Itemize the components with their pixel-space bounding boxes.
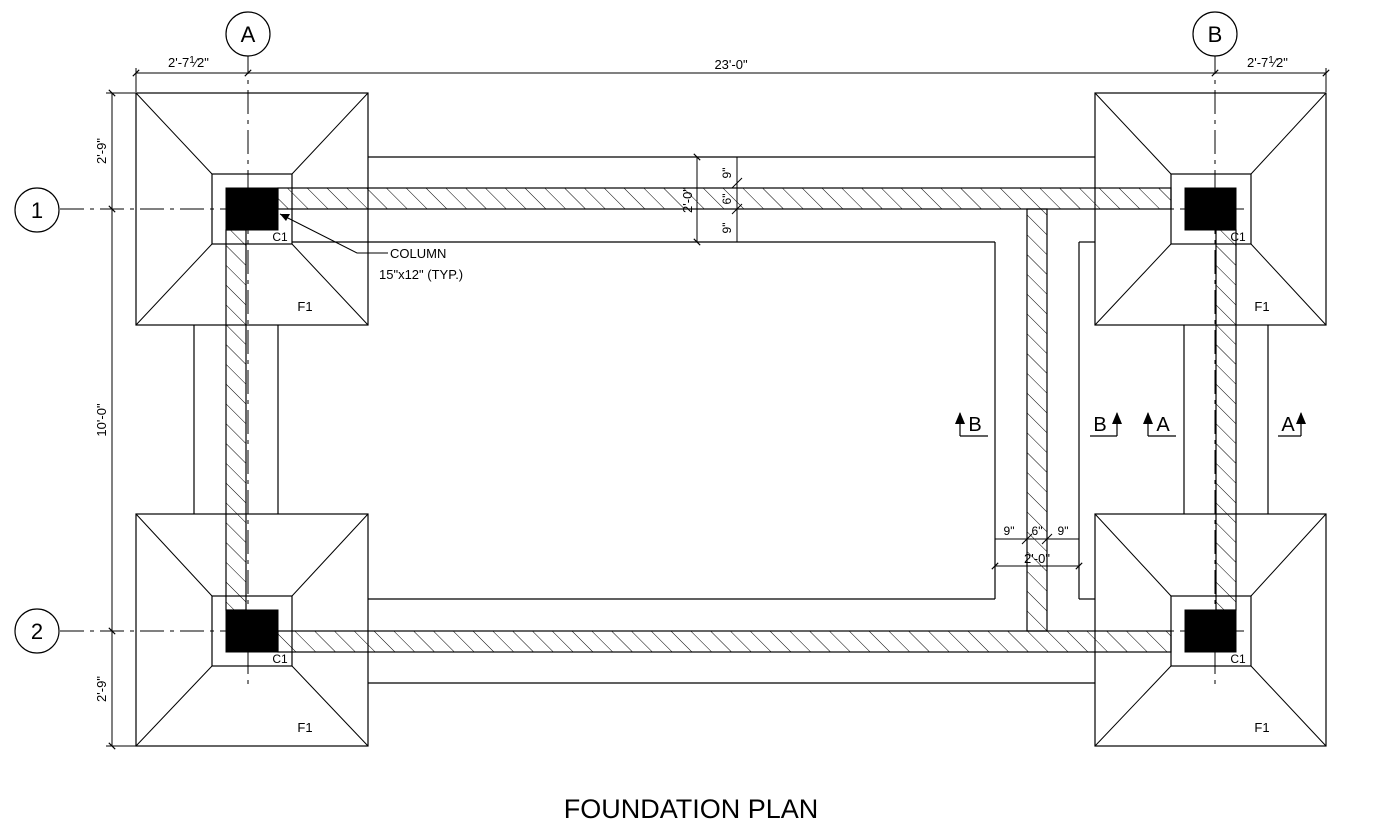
column-callout: COLUMN 15"x12" (TYP.) — [279, 213, 463, 282]
beam-webs — [225, 187, 1237, 653]
dim-beam-total-h: 2'-0" — [1024, 551, 1050, 566]
dim-beam-web-h: 6" — [1032, 524, 1043, 538]
grid-lines — [60, 50, 1250, 690]
dim-left-cantilever: 2'-71⁄2" — [168, 55, 209, 70]
column-size-label: 15"x12" (TYP.) — [379, 267, 463, 282]
c1-label: C1 — [1230, 230, 1246, 244]
beam-right-flange — [1183, 325, 1269, 514]
dimension-top: 2'-71⁄2" 23'-0" 2'-71⁄2" — [132, 55, 1330, 92]
dim-beam-side-top: 9" — [720, 168, 734, 179]
beam-left-flange — [193, 325, 279, 514]
dim-span: 23'-0" — [714, 57, 748, 72]
dim-beam-side-left: 9" — [1004, 524, 1015, 538]
dimension-beam-vertical: 2'-0" 9" 6" 9" — [680, 153, 745, 246]
grid-bubble-a: A — [225, 11, 271, 57]
drawing-title: FOUNDATION PLAN — [564, 794, 819, 824]
column-label: COLUMN — [390, 246, 446, 261]
c1-label: C1 — [272, 230, 288, 244]
section-marker-a-right: A — [1278, 412, 1306, 437]
c1-label: C1 — [1230, 652, 1246, 666]
dimension-beam-horizontal: 9" 6" 9" 2'-0" — [991, 524, 1083, 570]
svg-text:1: 1 — [31, 198, 43, 223]
beam-top-flange — [292, 156, 1095, 600]
dim-beam-total: 2'-0" — [680, 187, 695, 213]
dimension-left: 2'-9" 10'-0" 2'-9" — [94, 89, 136, 750]
dim-beam-side-bottom: 9" — [720, 223, 734, 234]
grid-bubble-b: B — [1192, 11, 1238, 57]
section-marker-b-right: B — [1090, 412, 1122, 437]
svg-text:B: B — [968, 414, 981, 436]
dim-mid-span: 10'-0" — [94, 403, 109, 437]
dim-bottom-cantilever: 2'-9" — [94, 676, 109, 702]
svg-text:B: B — [1093, 414, 1106, 436]
grid-bubble-2: 2 — [14, 608, 60, 654]
f1-label: F1 — [297, 720, 312, 735]
f1-label: F1 — [1254, 720, 1269, 735]
svg-text:A: A — [1156, 414, 1170, 436]
dim-beam-side-right: 9" — [1058, 524, 1069, 538]
f1-label: F1 — [297, 299, 312, 314]
column-tags: C1 C1 C1 C1 — [272, 230, 1246, 666]
svg-text:A: A — [241, 22, 256, 47]
svg-text:2: 2 — [31, 619, 43, 644]
dim-right-cantilever: 2'-71⁄2" — [1247, 55, 1288, 70]
svg-text:B: B — [1208, 22, 1223, 47]
dim-top-cantilever: 2'-9" — [94, 138, 109, 164]
section-marker-a-left: A — [1143, 412, 1176, 437]
svg-text:A: A — [1281, 414, 1295, 436]
footing-tags: F1 F1 F1 F1 — [297, 299, 1269, 735]
f1-label: F1 — [1254, 299, 1269, 314]
columns — [225, 187, 1237, 653]
dim-beam-web-v: 6" — [720, 194, 734, 205]
grid-bubble-1: 1 — [14, 187, 60, 233]
section-marker-b-left: B — [955, 412, 988, 437]
c1-label: C1 — [272, 652, 288, 666]
